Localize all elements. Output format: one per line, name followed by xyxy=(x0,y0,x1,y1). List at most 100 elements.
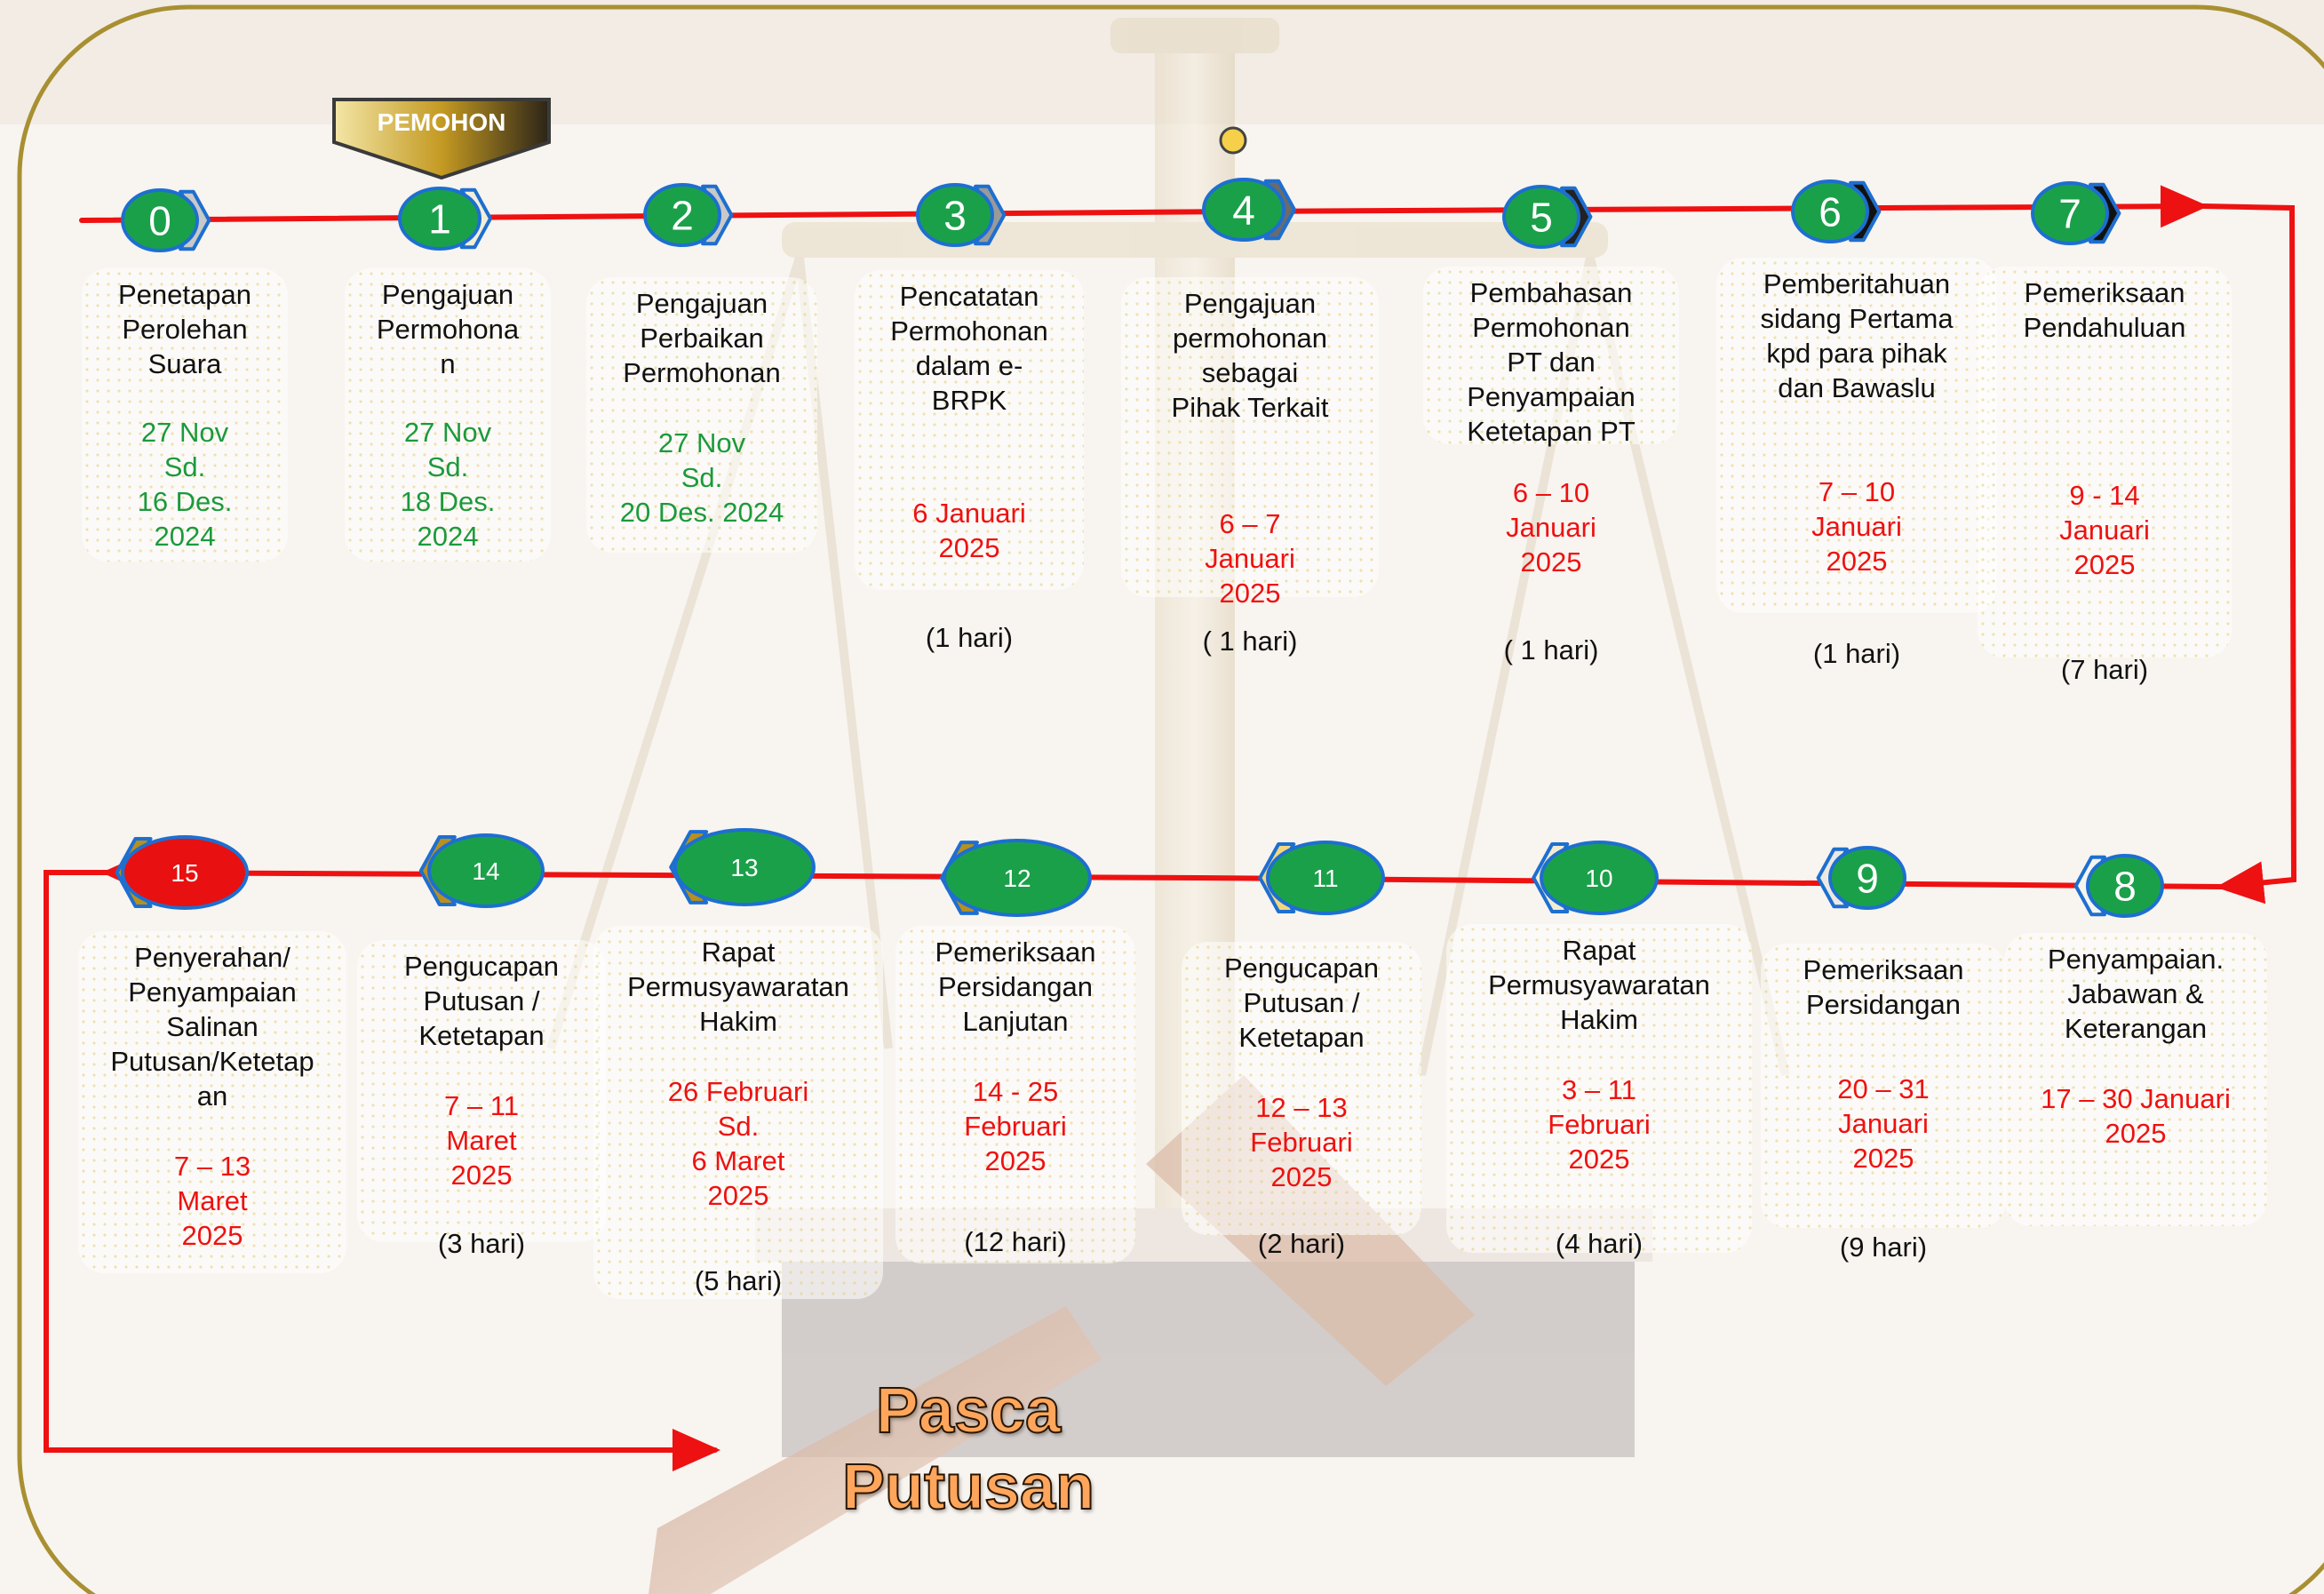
left-connector-line xyxy=(44,870,720,1471)
step-number-badge xyxy=(121,188,199,252)
step-title-line: sidang Pertama xyxy=(1760,303,1954,334)
step-title-line: Keterangan xyxy=(2064,1013,2208,1044)
step-number: 13 xyxy=(730,854,758,881)
step-title-line: Persidangan xyxy=(1805,989,1962,1020)
step-node-13: 13 xyxy=(669,828,816,906)
step-title-line: Jabawan & xyxy=(2067,978,2204,1009)
pemohon-label: PEMOHON xyxy=(377,108,506,136)
step-title-line: Permohona xyxy=(376,314,520,345)
step-number-badge xyxy=(1202,178,1285,242)
step-number: 12 xyxy=(1003,865,1031,892)
step-title-line: Pengajuan xyxy=(381,279,514,310)
step-title-line: permohonan xyxy=(1172,323,1328,354)
step-node-3: 3 xyxy=(916,183,1007,247)
step-number: 3 xyxy=(943,193,967,239)
post-decision-title: Pasca Putusan xyxy=(800,1373,1137,1526)
step-title-line: Rapat xyxy=(701,936,776,968)
right-connector-line xyxy=(2201,203,2297,905)
step-number-badge xyxy=(1502,185,1580,249)
step-number: 0 xyxy=(148,198,171,244)
step-node-0: 0 xyxy=(121,188,211,252)
step-date-line: 7 – 13 xyxy=(173,1151,251,1182)
step-date-line: Januari xyxy=(1838,1108,1929,1139)
step-date-line: Januari xyxy=(1205,543,1295,574)
step-date-line: 17 – 30 Januari xyxy=(2041,1083,2231,1114)
step-duration: ( 1 hari) xyxy=(1202,626,1298,657)
step-number-badge xyxy=(2031,181,2109,245)
step-date-line: 6 Maret xyxy=(691,1145,785,1176)
step-date-line: 2025 xyxy=(984,1145,1047,1176)
step-title-line: Suara xyxy=(147,348,222,379)
step-number: 7 xyxy=(2058,191,2081,237)
step-duration: (1 hari) xyxy=(1812,638,1901,669)
step-date-line: Februari xyxy=(1548,1109,1651,1140)
step-date-line: 2025 xyxy=(707,1180,769,1211)
step-date-line: 2025 xyxy=(181,1220,243,1251)
step-title-line: Pengajuan xyxy=(635,288,768,319)
step-date-line: Maret xyxy=(177,1185,248,1216)
step-number-badge xyxy=(1828,846,1906,910)
step-date-line: 2025 xyxy=(2105,1118,2167,1149)
step-number-badge xyxy=(673,828,816,906)
step-title-line: Salinan xyxy=(166,1011,259,1042)
step-node-1: 1 xyxy=(398,187,493,251)
step-node-2: 2 xyxy=(643,183,734,247)
step-number: 1 xyxy=(428,196,451,243)
step-number-badge xyxy=(2086,854,2164,918)
step-node-14: 14 xyxy=(418,833,545,908)
step-title-line: Hakim xyxy=(1560,1004,1638,1035)
step-date-line: 20 Des. 2024 xyxy=(619,497,784,528)
step-title-line: kpd para pihak xyxy=(1766,338,1947,369)
step-duration: (12 hari) xyxy=(964,1226,1067,1257)
step-number-badge xyxy=(427,833,545,908)
step-date-line: 20 – 31 xyxy=(1837,1073,1930,1104)
step-node-4: 4 xyxy=(1202,178,1297,242)
step-number: 6 xyxy=(1819,189,1842,235)
step-date-line: Sd. xyxy=(680,462,723,493)
step-date-line: Januari xyxy=(1506,512,1596,543)
step-title-line: Putusan / xyxy=(1243,987,1360,1018)
step-node-5: 5 xyxy=(1502,185,1593,249)
step-title-line: Pihak Terkait xyxy=(1171,392,1329,423)
step-title: Penyampaian.Jabawan &Keterangan xyxy=(2010,942,2262,1046)
step-title-line: Pembahasan xyxy=(1469,277,1633,308)
step-title-line: Pendahuluan xyxy=(2023,312,2186,343)
step-date-line: 2025 xyxy=(938,532,1000,563)
step-title-line: Penetapan xyxy=(118,279,251,310)
step-title-line: Pencatatan xyxy=(899,281,1039,312)
step-title-line: Ketetapan xyxy=(1238,1022,1365,1053)
step-node-10: 10 xyxy=(1532,841,1659,915)
step-date-line: 26 Februari xyxy=(667,1076,809,1107)
step-title-line: Pengucapan xyxy=(1223,952,1380,984)
step-node-6: 6 xyxy=(1791,179,1882,243)
step-duration: (2 hari) xyxy=(1257,1228,1346,1259)
step-date-line: Maret xyxy=(446,1125,517,1156)
step-date-line: 2025 xyxy=(450,1160,513,1191)
step-date: 17 – 30 Januari 2025 xyxy=(2010,1081,2262,1151)
step-title-line: Lanjutan xyxy=(962,1006,1069,1037)
step-title-line: Permusyawaratan xyxy=(627,971,849,1002)
step-title-line: Pemeriksaan xyxy=(2024,277,2185,308)
step-title-line: Penyerahan/ xyxy=(134,942,290,973)
step-title-line: Permohonan xyxy=(890,315,1048,347)
